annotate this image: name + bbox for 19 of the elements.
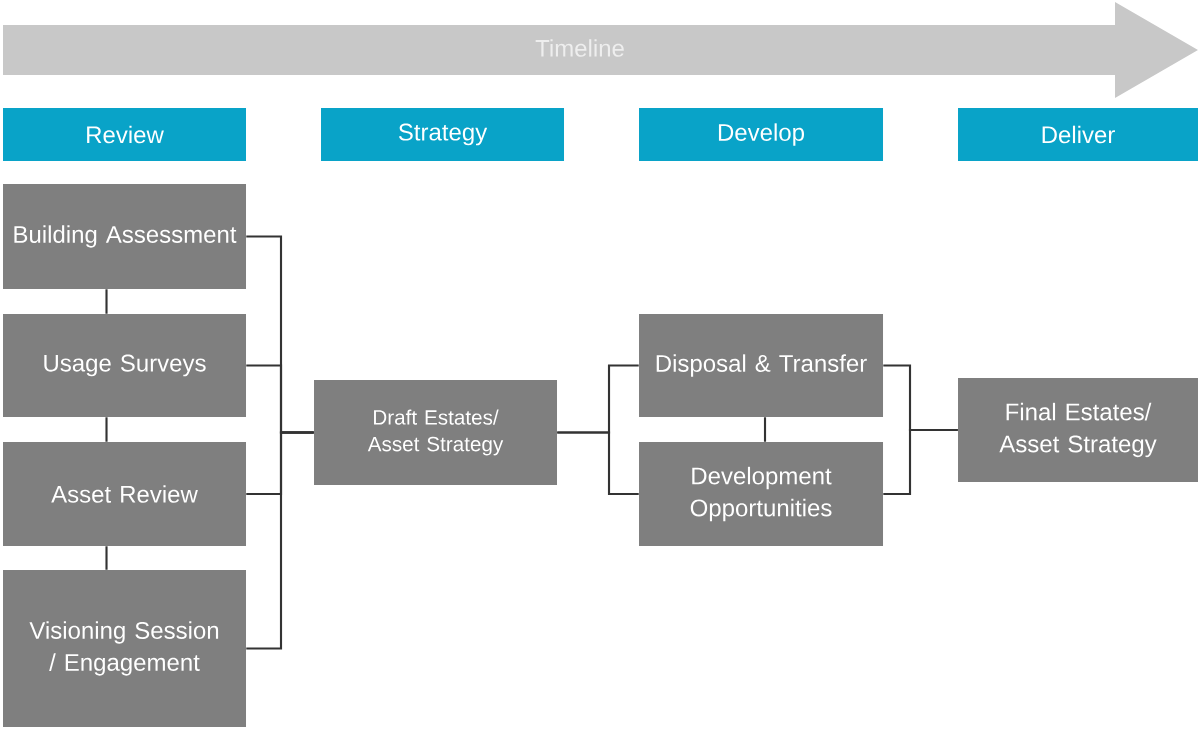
connector-line	[105, 546, 108, 570]
process-box: Usage Surveys	[3, 314, 246, 417]
process-box: Building Assessment	[3, 184, 246, 289]
connector-line	[557, 431, 639, 496]
process-box: Development Opportunities	[639, 442, 883, 546]
phase-header: Deliver	[958, 108, 1198, 161]
process-box: Disposal & Transfer	[639, 314, 883, 417]
process-box: Visioning Session / Engagement	[3, 570, 246, 727]
connector-line	[246, 431, 314, 650]
process-box: Final Estates/ Asset Strategy	[958, 378, 1198, 482]
process-box: Draft Estates/ Asset Strategy	[314, 380, 557, 485]
phase-header: Strategy	[321, 108, 564, 161]
connector-line	[883, 428, 958, 496]
connector-line	[105, 417, 108, 442]
connector-line	[105, 289, 108, 314]
process-box: Asset Review	[3, 442, 246, 546]
connector-line	[763, 417, 767, 442]
phase-header: Develop	[639, 108, 883, 161]
phase-header: Review	[3, 108, 246, 161]
